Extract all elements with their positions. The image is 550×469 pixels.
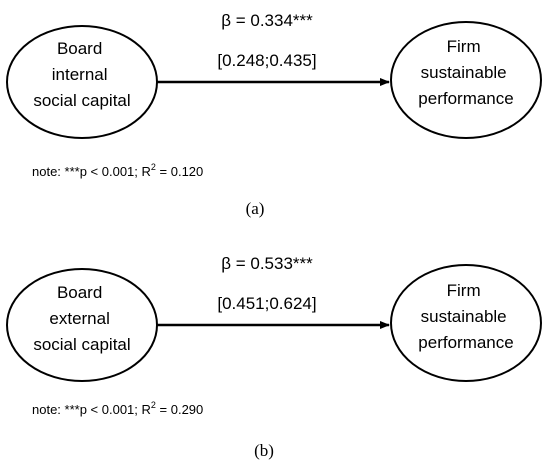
target-label-b-line-3: performance xyxy=(418,333,513,352)
note-b-prefix: note: ***p < 0.001; R xyxy=(32,402,151,417)
path-interval-b: [0.451;0.624] xyxy=(217,294,316,313)
note-a-suffix: = 0.120 xyxy=(156,164,203,179)
target-ellipse-a xyxy=(390,21,542,139)
path-coefficient-a: β = 0.334*** xyxy=(221,11,313,30)
panel-a: Board internal social capital Firm susta… xyxy=(6,11,542,218)
note-a-superscript: 2 xyxy=(151,162,156,172)
target-label-b: Firm sustainable performance xyxy=(418,281,513,352)
source-label-b-line-2: external xyxy=(49,309,109,328)
note-b-suffix: = 0.290 xyxy=(156,402,203,417)
source-node-a: Board internal social capital xyxy=(6,25,158,139)
source-label-a: Board internal social capital xyxy=(33,39,130,110)
source-label-a-line-2: internal xyxy=(52,65,108,84)
target-label-a-line-3: performance xyxy=(418,89,513,108)
note-a-prefix: note: ***p < 0.001; R xyxy=(32,164,151,179)
caption-b: (b) xyxy=(254,441,274,460)
target-label-a-line-1: Firm xyxy=(447,37,481,56)
path-interval-a: [0.248;0.435] xyxy=(217,51,316,70)
source-label-a-line-3: social capital xyxy=(33,91,130,110)
path-coefficient-b: β = 0.533*** xyxy=(221,254,313,273)
target-label-b-line-1: Firm xyxy=(447,281,481,300)
panel-b: Board external social capital Firm susta… xyxy=(6,254,542,460)
target-ellipse-b xyxy=(390,264,542,382)
source-label-b-line-1: Board xyxy=(57,283,102,302)
source-label-a-line-1: Board xyxy=(57,39,102,58)
target-label-b-line-2: sustainable xyxy=(421,307,507,326)
source-label-b-line-3: social capital xyxy=(33,335,130,354)
note-a: note: ***p < 0.001; R2 = 0.120 xyxy=(32,162,203,179)
note-b-superscript: 2 xyxy=(151,400,156,410)
note-b: note: ***p < 0.001; R2 = 0.290 xyxy=(32,400,203,417)
target-label-a-line-2: sustainable xyxy=(421,63,507,82)
caption-a: (a) xyxy=(246,199,265,218)
source-node-b: Board external social capital xyxy=(6,268,158,382)
source-label-b: Board external social capital xyxy=(33,283,130,354)
target-node-b: Firm sustainable performance xyxy=(390,264,542,382)
target-node-a: Firm sustainable performance xyxy=(390,21,542,139)
target-label-a: Firm sustainable performance xyxy=(418,37,513,108)
